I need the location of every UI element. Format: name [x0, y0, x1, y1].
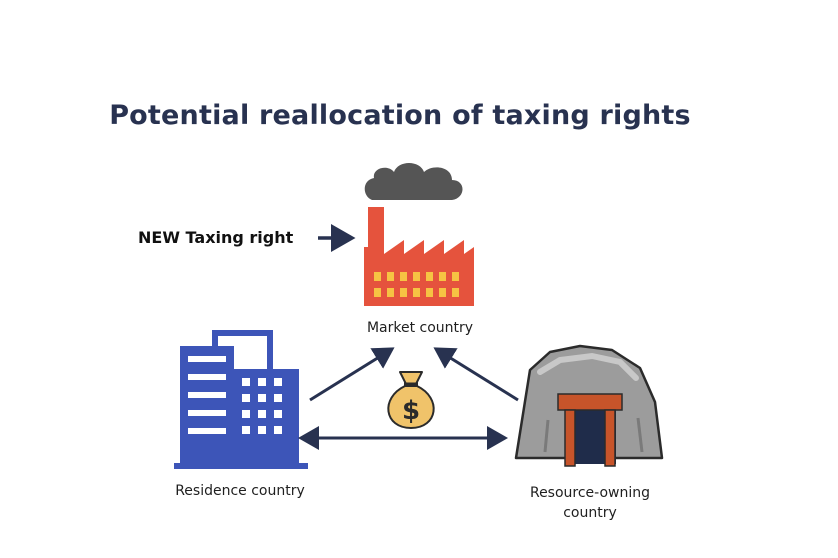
- office-buildings-icon: [174, 330, 308, 469]
- money-bag-icon: $: [387, 371, 435, 429]
- arrow-resource-to-market: [433, 347, 519, 402]
- page-title: Potential reallocation of taxing rights: [109, 100, 691, 131]
- resource-owning-country-label: Resource-owning country: [500, 483, 680, 523]
- dollar-sign: $: [402, 396, 420, 426]
- resource-label-line2: country: [563, 505, 617, 521]
- resource-label-line1: Resource-owning: [529, 485, 651, 501]
- arrow-residence-to-market: [309, 347, 395, 402]
- factory-icon: [364, 163, 474, 306]
- mine-entrance-icon: [514, 344, 664, 467]
- residence-country-label: Residence country: [175, 483, 305, 499]
- new-taxing-right-label: NEW Taxing right: [138, 228, 294, 247]
- market-country-label: Market country: [366, 320, 474, 336]
